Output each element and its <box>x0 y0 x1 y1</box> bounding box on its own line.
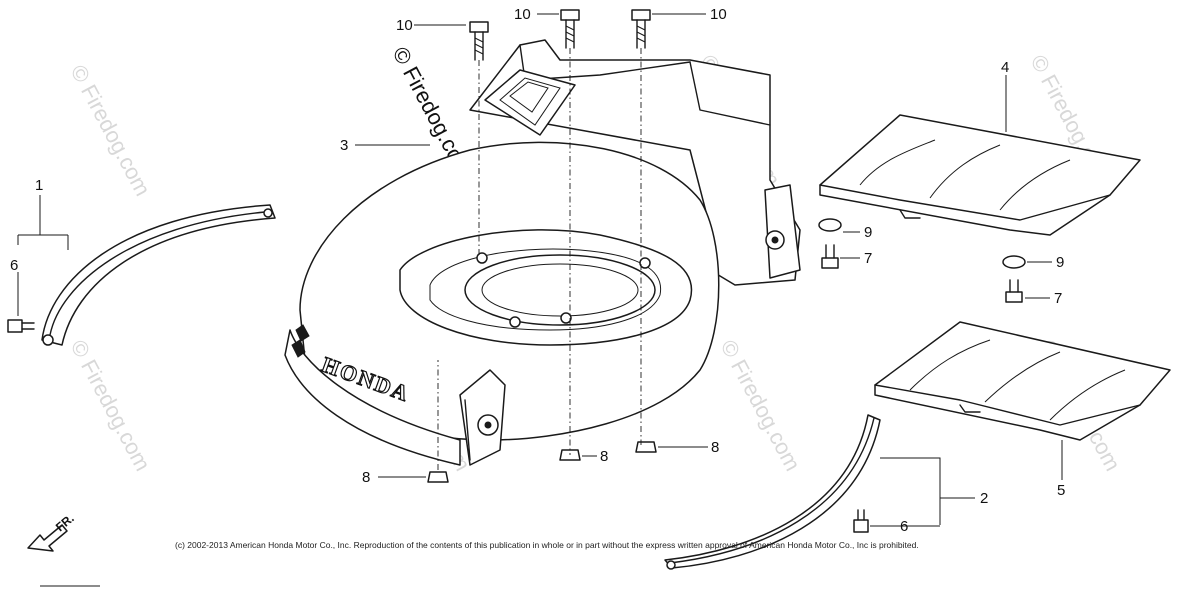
nut-8c <box>635 441 657 453</box>
copyright-notice: (c) 2002-2013 American Honda Motor Co., … <box>175 540 919 550</box>
callout-7: 7 <box>1054 290 1062 307</box>
bolt-6a <box>7 319 35 333</box>
watermark-text: © Firedog.com <box>66 336 156 475</box>
mower-deck-housing: HONDA <box>284 39 801 466</box>
callout-10: 10 <box>514 6 531 23</box>
upper-cover <box>819 114 1141 236</box>
washer-9b <box>1002 255 1026 269</box>
callout-4: 4 <box>1001 59 1009 76</box>
arrow-icon <box>27 524 68 552</box>
watermark-text: © Firedog.com <box>66 61 156 200</box>
front-direction-indicator: FR. <box>27 511 77 552</box>
callout-3: 3 <box>340 137 348 154</box>
washer-9a <box>818 218 842 232</box>
callout-9: 9 <box>1056 254 1064 271</box>
callout-7: 7 <box>864 250 872 267</box>
callout-5: 5 <box>1057 482 1065 499</box>
watermark-text: © Firedog.com <box>716 336 806 475</box>
bolt-6b <box>853 509 869 533</box>
bolt-10a <box>469 21 489 61</box>
bolt-10b <box>560 9 580 49</box>
left-strap <box>41 204 276 346</box>
callout-6: 6 <box>10 257 18 274</box>
nut-8a <box>427 471 449 483</box>
callout-8: 8 <box>362 469 370 486</box>
bolt-7b <box>1005 279 1023 303</box>
callout-6: 6 <box>900 518 908 535</box>
callout-labels: 10 10 10 3 1 6 4 9 7 9 7 5 8 8 8 2 6 <box>10 6 1065 535</box>
callout-10: 10 <box>710 6 727 23</box>
callout-2: 2 <box>980 490 988 507</box>
lower-cover <box>874 321 1171 441</box>
callout-1: 1 <box>35 177 43 194</box>
right-strap <box>664 414 881 570</box>
bolt-10c <box>631 9 651 49</box>
callout-9: 9 <box>864 224 872 241</box>
callout-10: 10 <box>396 17 413 34</box>
callout-8: 8 <box>711 439 719 456</box>
callout-8: 8 <box>600 448 608 465</box>
leader-lines <box>17 13 1063 527</box>
bolt-7a <box>821 244 839 269</box>
